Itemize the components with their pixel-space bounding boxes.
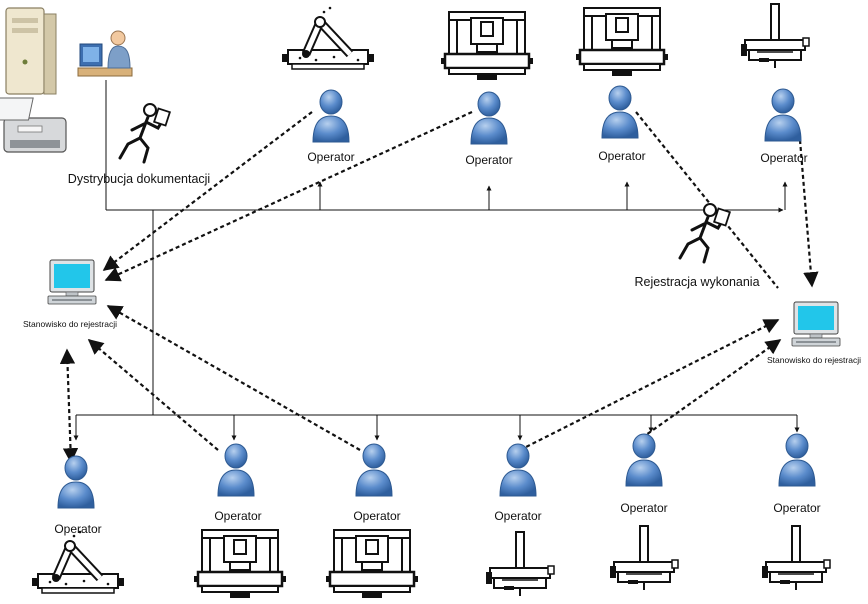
distribution-label: Dystrybucja dokumentacji [67,172,211,186]
registration-lines [59,111,819,464]
machine-icon [485,531,555,597]
operator-label: Operator [598,149,646,163]
operator-icon [499,443,537,497]
station-label: Stanowisko do rejestracji [766,355,862,365]
operator-icon [57,455,95,509]
operator-label: Operator [54,522,102,536]
machine-icon [609,525,679,591]
operator-label: Operator [353,509,401,523]
operator-label: Operator [214,509,262,523]
operator-icon [312,89,350,143]
server-icon [5,7,57,95]
operator-icon [764,88,802,142]
office-worker-icon [77,30,133,77]
operator-icon [625,433,663,487]
distribution-lines [73,80,800,441]
operator-icon [778,433,816,487]
operator-label: Operator [307,150,355,164]
operator-label: Operator [773,501,821,515]
machine-icon [324,528,420,600]
operator-icon [601,85,639,139]
computer-icon [791,301,841,347]
operator-label: Operator [620,501,668,515]
machine-icon [574,6,670,78]
machine-icon [761,525,831,591]
computer-icon [47,259,97,305]
machine-icon [740,3,810,69]
machine-icon [282,7,374,69]
machine-icon [32,531,124,593]
operator-icon [355,443,393,497]
courier-icon [118,102,172,164]
printer-icon [0,97,67,153]
operator-label: Operator [760,151,808,165]
machine-icon [439,10,535,82]
operator-icon [470,91,508,145]
operator-icon [217,443,255,497]
courier-icon [678,202,732,264]
station-label: Stanowisko do rejestracji [22,319,118,329]
operator-label: Operator [494,509,542,523]
operator-label: Operator [465,153,513,167]
registration-done-label: Rejestracja wykonania [634,275,760,289]
machine-icon [192,528,288,600]
